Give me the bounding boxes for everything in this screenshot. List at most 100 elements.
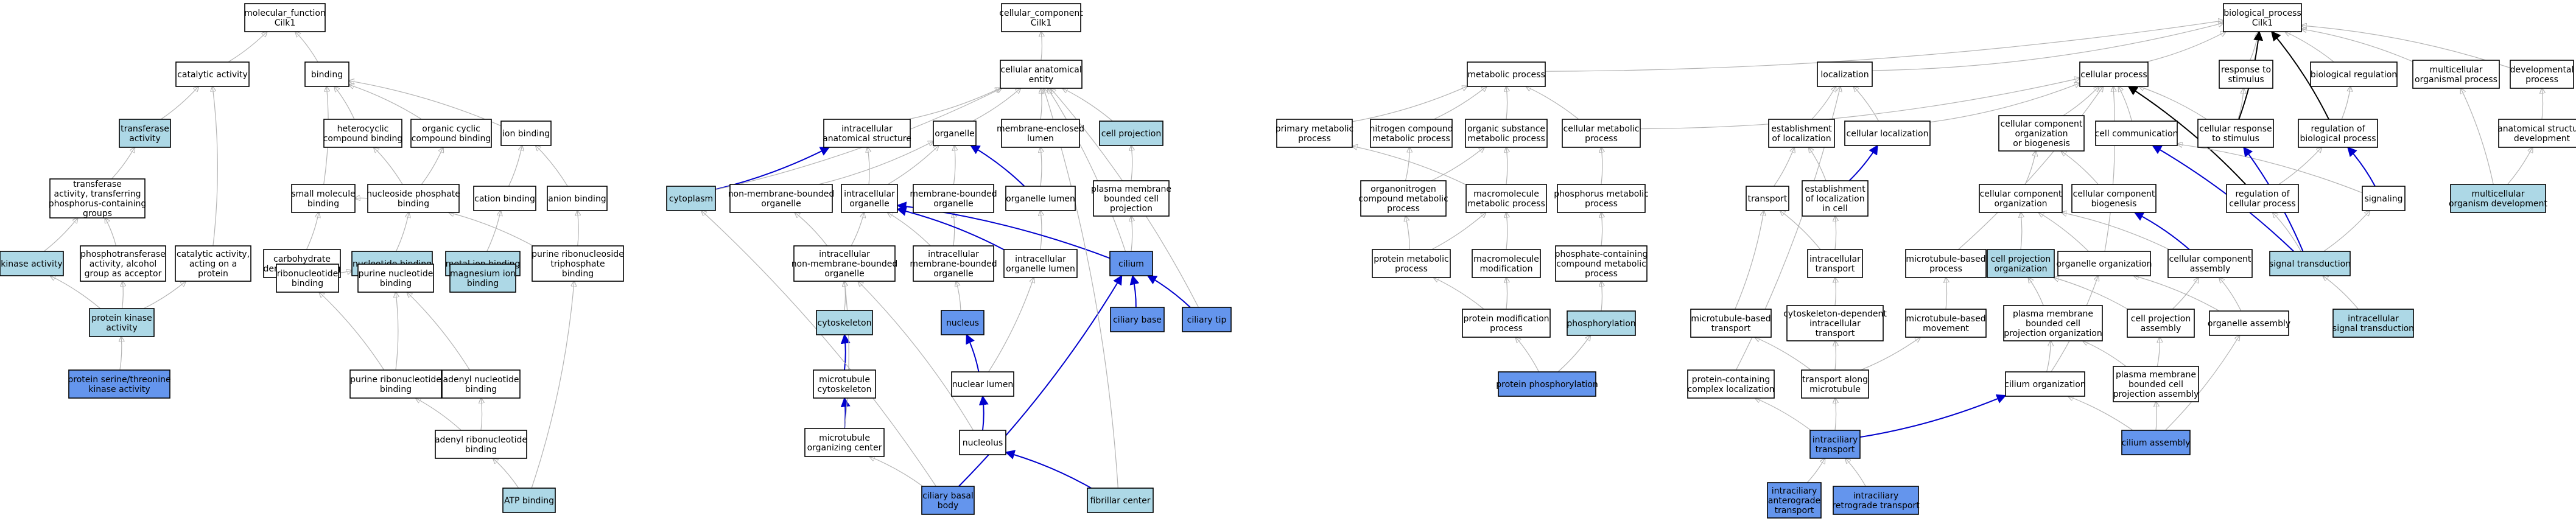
node-ciliarytip[interactable]: ciliary tip: [1182, 307, 1232, 332]
node-intnonmem[interactable]: intracellularnon-membrane-boundedorganel…: [791, 245, 898, 282]
node-cytoskeleton[interactable]: cytoskeleton: [816, 310, 873, 335]
node-signaling[interactable]: signaling: [2362, 186, 2406, 211]
node-bioreg[interactable]: biological regulation: [2310, 61, 2398, 87]
node-cellcomm[interactable]: cell communication: [2095, 121, 2178, 146]
node-binding[interactable]: binding: [304, 61, 349, 87]
node-cytoplasm[interactable]: cytoplasm: [666, 186, 716, 211]
node-cellloc[interactable]: cellular localization: [1844, 121, 1931, 146]
node-phosphorylation[interactable]: phosphorylation: [1567, 310, 1636, 336]
node-catact[interactable]: catalytic activity: [175, 61, 250, 87]
node-ciliumassembly[interactable]: cilium assembly: [2121, 430, 2191, 455]
node-signaltrans[interactable]: signal transduction: [2269, 251, 2351, 276]
node-atp[interactable]: ATP binding: [502, 488, 556, 513]
node-localization[interactable]: localization: [1817, 61, 1873, 87]
node-anion[interactable]: anion binding: [547, 186, 608, 211]
node-cellproj[interactable]: cell projection: [1099, 121, 1163, 146]
node-ionbind[interactable]: ion binding: [500, 121, 552, 146]
node-cilium[interactable]: cilium: [1109, 251, 1153, 276]
node-cytodep[interactable]: cytoskeleton-dependentintracellulartrans…: [1783, 305, 1887, 341]
node-metabolic[interactable]: metabolic process: [1467, 61, 1546, 87]
node-fibrillar[interactable]: fibrillar center: [1087, 488, 1154, 513]
node-kinase[interactable]: kinase activity: [0, 251, 64, 276]
node-orgassembly[interactable]: organelle assembly: [2208, 310, 2290, 336]
node-ciliumorg[interactable]: cilium organization: [2004, 371, 2086, 397]
node-protphos[interactable]: protein phosphorylation: [1496, 371, 1598, 397]
node-organelle[interactable]: organelle: [933, 121, 977, 146]
node-cation[interactable]: cation binding: [473, 186, 536, 211]
node-orglumen[interactable]: organelle lumen: [1005, 186, 1076, 211]
node-nucleus[interactable]: nucleus: [941, 310, 984, 335]
node-cellproc[interactable]: cellular process: [2079, 61, 2149, 87]
node-ciliarybase[interactable]: ciliary base: [1110, 307, 1165, 332]
node-anatdev[interactable]: anatomical structuredevelopment: [2497, 119, 2576, 148]
node-nucleolus[interactable]: nucleolus: [959, 430, 1006, 455]
node-transport[interactable]: transport: [1746, 186, 1789, 211]
